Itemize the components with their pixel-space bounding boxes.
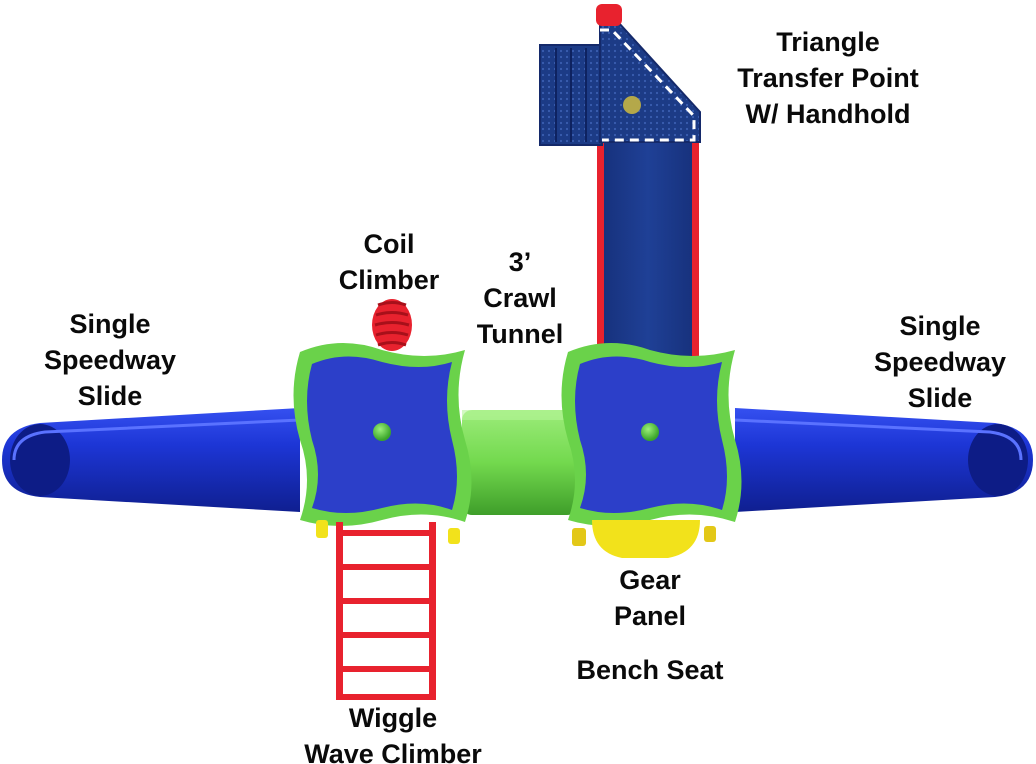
label-line: Gear [619,565,681,595]
label-line: Slide [77,381,143,411]
label-wiggle-wave: Wiggle Wave Climber [282,700,504,764]
label-line: Bench Seat [576,655,724,685]
label-line: Speedway [873,347,1007,377]
right-deck [561,342,742,526]
left-slide [2,408,301,512]
label-line: Slide [907,383,973,413]
label-line: Speedway [43,345,177,375]
label-line: Climber [338,265,440,295]
transfer-ramp [597,135,699,370]
label-crawl-tunnel: 3’ Crawl Tunnel [462,244,578,352]
label-coil-climber: Coil Climber [328,226,450,298]
label-line: Crawl [483,283,557,313]
label-line: Wave Climber [304,739,482,764]
triangle-transfer-point [539,4,701,146]
label-line: Wiggle [348,703,438,733]
right-slide [734,408,1033,512]
label-slide-left: Single Speedway Slide [28,306,192,414]
label-line: Single [69,309,151,339]
coil-climber [372,299,412,351]
left-deck [293,342,472,544]
label-line: 3’ [508,247,532,277]
label-bench-seat: Bench Seat [556,652,744,688]
label-line: Transfer Point [737,63,919,93]
crawl-tunnel [462,410,577,515]
label-line: Coil [363,229,415,259]
label-line: W/ Handhold [745,99,911,129]
label-line: Panel [613,601,687,631]
bench-seat [572,520,716,558]
label-line: Triangle [776,27,880,57]
label-triangle-transfer: Triangle Transfer Point W/ Handhold [712,24,944,132]
wiggle-wave-climber [336,522,436,700]
label-slide-right: Single Speedway Slide [858,308,1022,416]
label-line: Single [899,311,981,341]
label-gear-panel: Gear Panel [580,562,720,634]
label-line: Tunnel [476,319,564,349]
